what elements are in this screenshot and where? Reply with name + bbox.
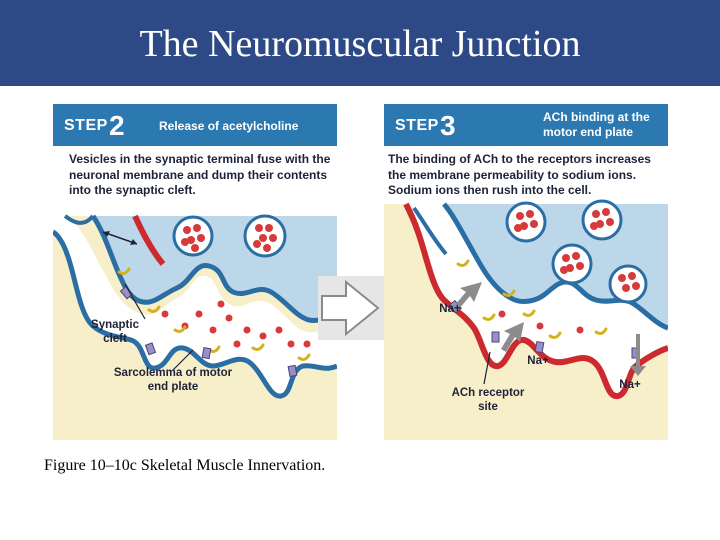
- step3-heading: ACh binding at the motor end plate: [543, 110, 650, 139]
- step-arrow: [318, 276, 384, 340]
- step2-panel: STEP 2 Release of acetylcholine Vesicles…: [53, 104, 337, 440]
- ach-receptor-label: ACh receptor site: [451, 387, 525, 413]
- step3-word: STEP: [395, 117, 439, 134]
- step2-number: 2: [109, 110, 125, 141]
- sodium-label-2: Na+: [527, 355, 549, 367]
- step2-header: STEP 2 Release of acetylcholine: [53, 104, 337, 146]
- step3-header: STEP 3 ACh binding at the motor end plat…: [384, 104, 668, 146]
- step3-number: 3: [440, 110, 456, 141]
- sodium-label-3: Na+: [619, 379, 641, 391]
- step3-illustration: [384, 146, 668, 399]
- title-bar: The Neuromuscular Junction: [0, 0, 720, 86]
- step2-illustration: [53, 146, 337, 399]
- synaptic-cleft-label: Synaptic cleft: [91, 319, 139, 345]
- step3-description: The binding of ACh to the receptors incr…: [388, 152, 651, 197]
- sodium-label-1: Na+: [439, 303, 461, 315]
- slide-title: The Neuromuscular Junction: [139, 23, 581, 65]
- step2-heading: Release of acetylcholine: [159, 119, 299, 133]
- sarcolemma-label: Sarcolemma of motor end plate: [113, 367, 233, 393]
- step3-panel: STEP 3 ACh binding at the motor end plat…: [384, 104, 668, 440]
- figure-caption: Figure 10–10c Skeletal Muscle Innervatio…: [44, 457, 326, 474]
- step2-description: Vesicles in the synaptic terminal fuse w…: [69, 152, 331, 197]
- step2-word: STEP: [64, 117, 108, 134]
